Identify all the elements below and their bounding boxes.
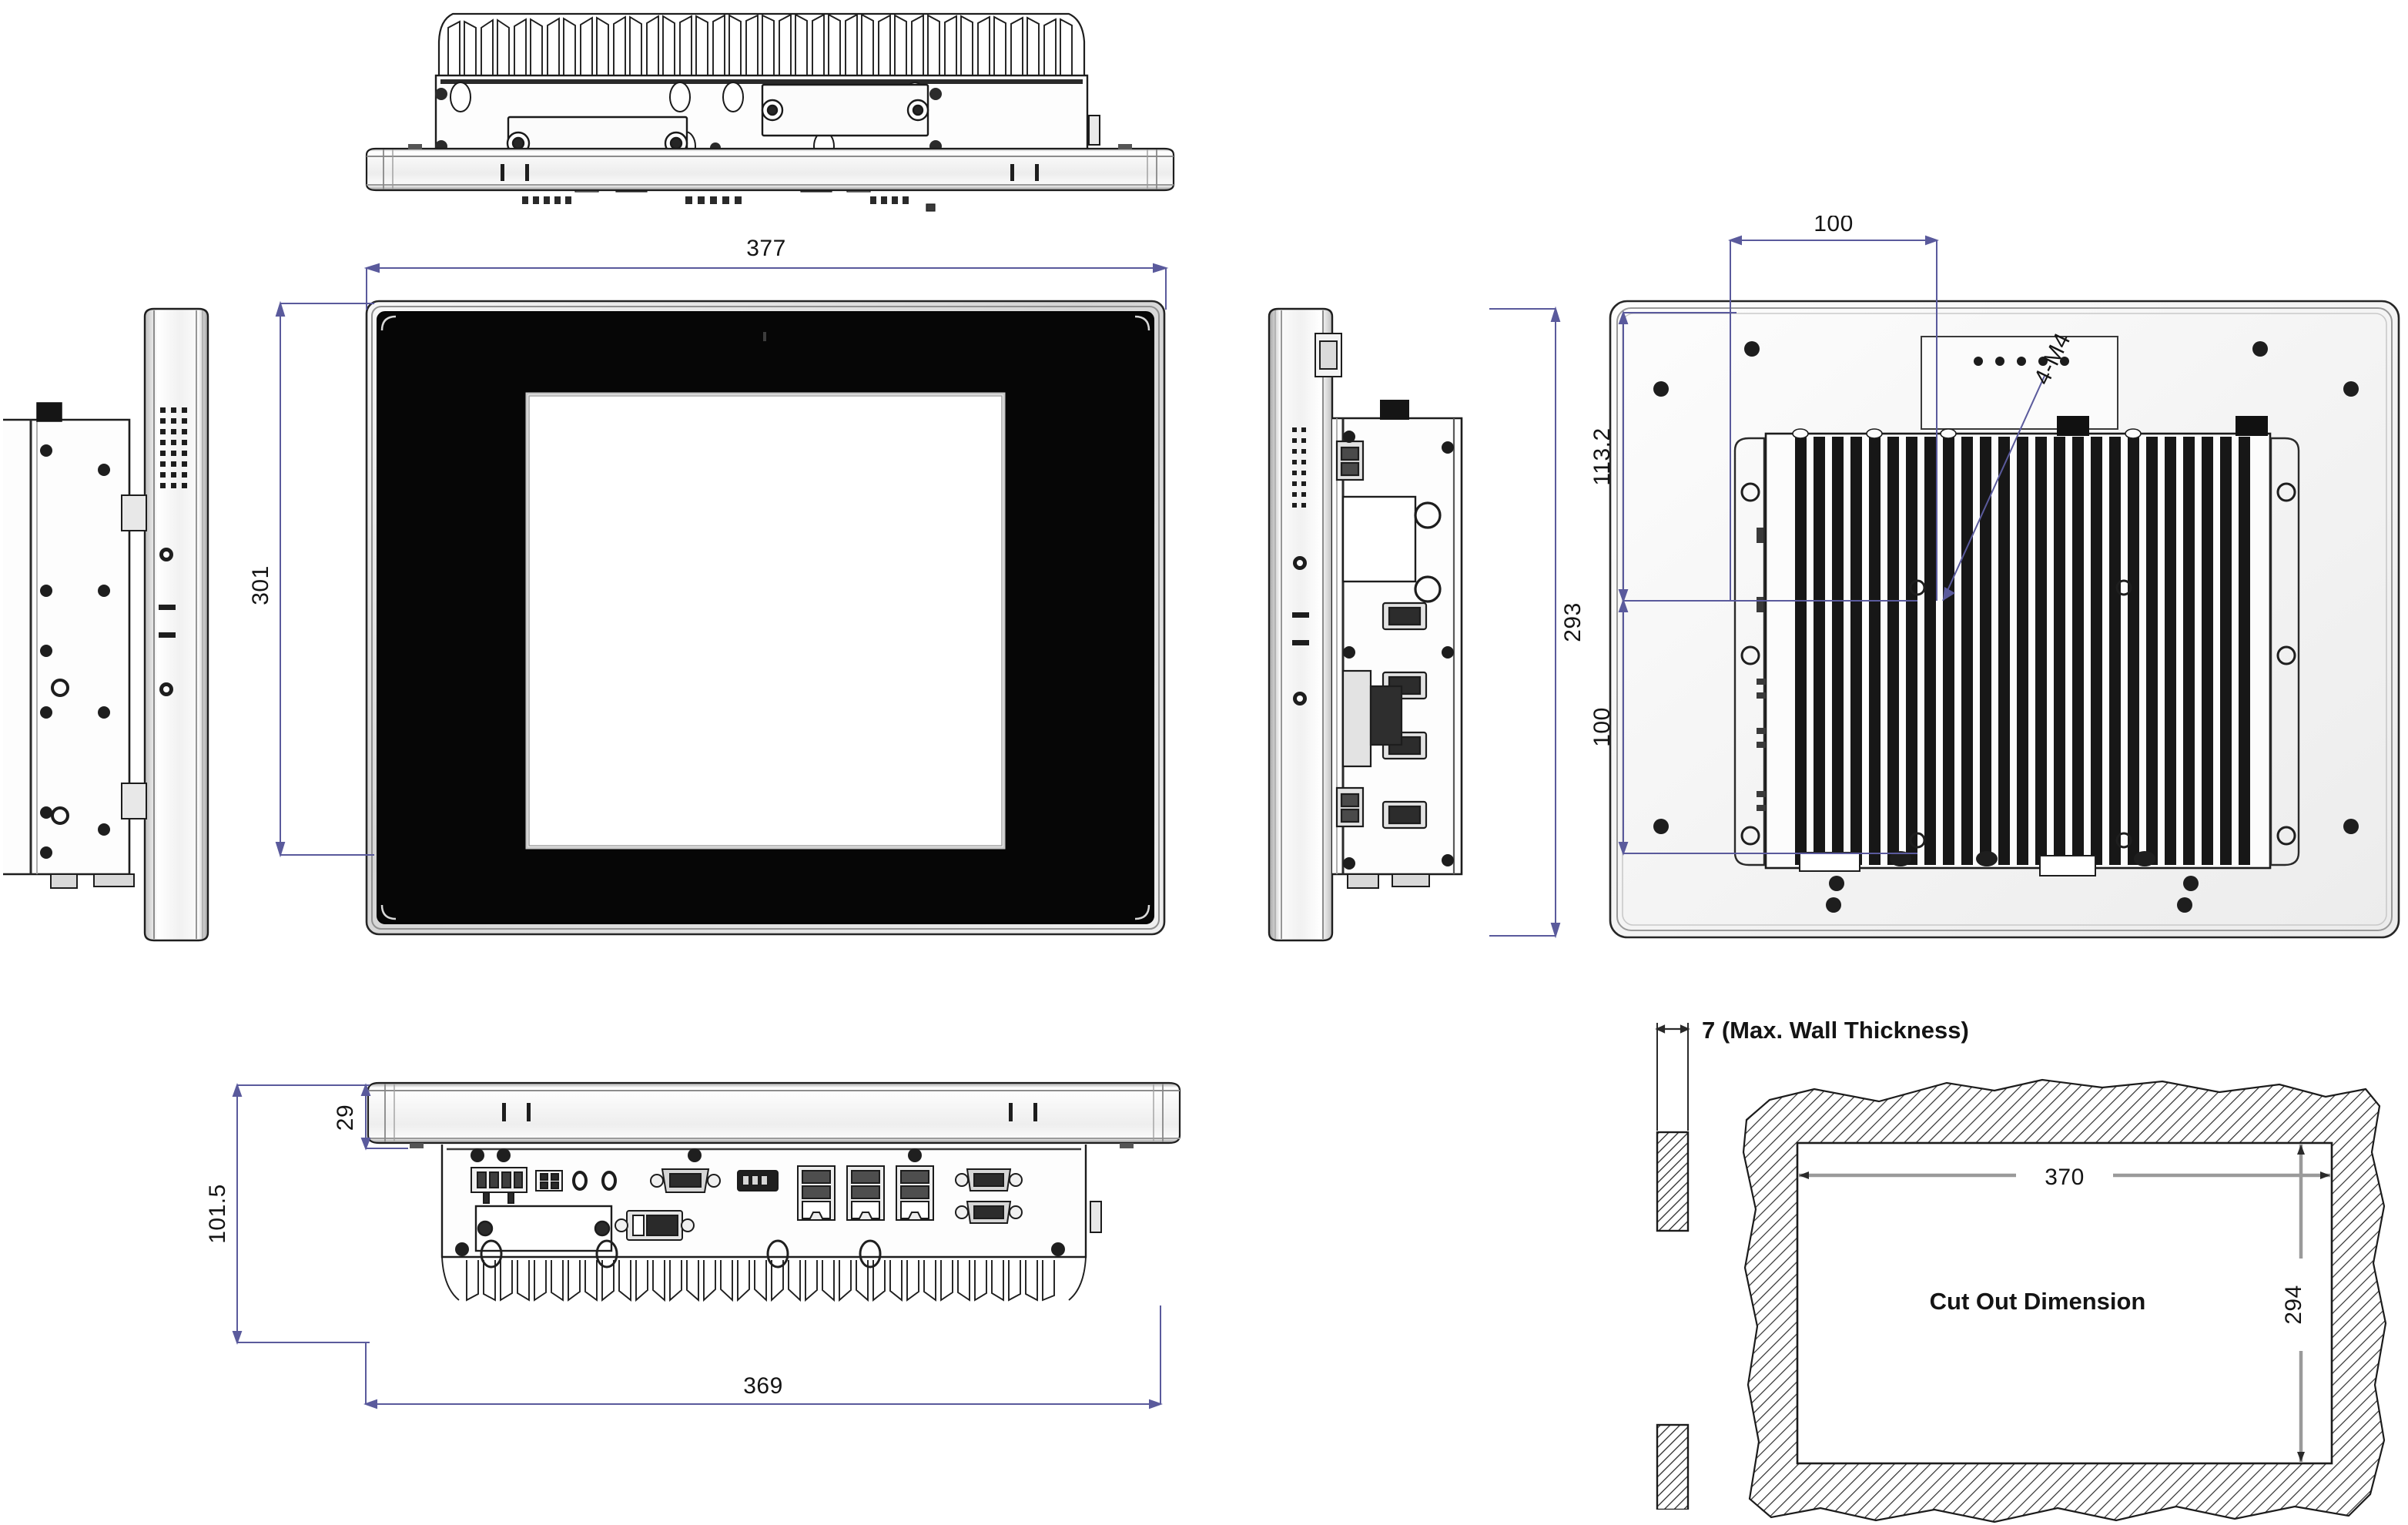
wall-thickness-label: 7 (Max. Wall Thickness): [1702, 1017, 1969, 1044]
bottom-io-usb-lan-stack-3: [896, 1165, 934, 1221]
right-view-holes: [1414, 501, 1442, 603]
top-view-tabs: [408, 144, 1132, 149]
wall-section-lower: [1656, 1423, 1690, 1510]
cutout-detail: 370 294 Cut Out Dimension: [1740, 1078, 2403, 1525]
bottom-io-com-port-1: [955, 1168, 1023, 1192]
front-indicator-led: [763, 332, 766, 341]
right-side-view: [1263, 304, 1509, 943]
left-view-bottom-ports: [50, 873, 135, 889]
rear-boss-left: [2057, 416, 2089, 436]
left-side-view: [0, 304, 239, 943]
rear-bottom-connectors: [1799, 852, 2096, 876]
top-view-side-tab: [1088, 115, 1100, 146]
right-view-io-connectors: [1335, 440, 1428, 830]
rear-vent-dots: [1974, 357, 2069, 366]
rear-boss-right: [2236, 416, 2268, 436]
top-view-connector-block-right: [761, 83, 929, 137]
dim-vesa-thread: 4-M4: [2029, 329, 2076, 389]
bottom-io-com-port-2: [955, 1201, 1023, 1224]
right-view-dimensions: 293: [1486, 297, 1609, 959]
bottom-view-side-tab: [1090, 1201, 1102, 1233]
left-view-chassis: [3, 418, 131, 876]
cutout-label: Cut Out Dimension: [1930, 1288, 2146, 1315]
left-view-top-boss: [36, 402, 62, 422]
right-view-bottom-ports: [1347, 873, 1430, 889]
bottom-io-vga: [650, 1168, 721, 1193]
top-view-pin-headers: [522, 196, 909, 204]
left-view-screws: [40, 444, 110, 859]
rear-side-plate-left: [1733, 437, 1766, 866]
left-view-connectors: [121, 494, 147, 819]
bottom-io-audio: [737, 1170, 779, 1192]
rear-side-label-strip: [1757, 528, 1766, 811]
top-view-heatsink-fins: [437, 12, 1086, 77]
dim-bezel-depth: 29: [333, 1104, 358, 1131]
wall-section-upper: [1656, 1131, 1690, 1232]
dim-front-height: 301: [248, 565, 273, 605]
front-view-dimensions: 377 301: [231, 223, 1224, 955]
dim-cutout-width: 370: [2045, 1165, 2085, 1190]
bottom-view: [362, 1078, 1186, 1309]
dim-vesa-vertical: 100: [1589, 707, 1615, 747]
rear-top-recess: [1921, 336, 2118, 430]
bottom-view-standoffs: [480, 1239, 882, 1269]
bottom-io-usb-lan-stack-2: [846, 1165, 885, 1221]
right-view-top-connector: [1315, 333, 1342, 377]
bottom-view-dimensions: 101.5 29 369: [208, 1074, 1209, 1436]
top-view-bezel-slab: [365, 147, 1175, 192]
rear-side-screws: [1740, 482, 2296, 846]
rear-frame-screws: [1653, 341, 2359, 913]
bottom-view-slot-vents: [502, 1103, 1037, 1121]
cutout-wall-break-outline: [1742, 1078, 2387, 1523]
top-view-display-edge: [362, 142, 1178, 196]
rear-view-dimensions: 100 113.2 100 4-M4: [1586, 216, 2408, 955]
dim-bottom-depth: 101.5: [208, 1184, 230, 1244]
dim-cutout-height: 294: [2281, 1285, 2306, 1325]
dim-side-height: 293: [1560, 602, 1586, 642]
right-view-top-boss: [1380, 400, 1409, 420]
dim-front-width: 377: [746, 236, 786, 261]
bottom-view-fasteners: [455, 1148, 1065, 1256]
bottom-io-antenna-holes: [572, 1171, 617, 1191]
front-corner-marks: [380, 315, 1150, 920]
bottom-io-dip-switch: [535, 1170, 563, 1192]
right-view-board: [1341, 495, 1417, 583]
bottom-io-dvi: [615, 1210, 695, 1241]
dim-vesa-horizontal: 100: [1814, 216, 1854, 236]
rear-vesa-holes: [1909, 579, 2132, 849]
dim-vesa-top-offset: 113.2: [1589, 427, 1615, 485]
top-view-slot-vents: [501, 164, 1039, 181]
wall-thickness-detail: 7 (Max. Wall Thickness): [1617, 1017, 2156, 1510]
front-view: [362, 297, 1186, 943]
left-view-vent-grid: [160, 407, 187, 488]
bottom-view-bezel-slab: [367, 1081, 1181, 1145]
cutout-aperture: [1796, 1141, 2333, 1465]
bottom-io-usb-lan-stack-1: [797, 1165, 836, 1221]
bottom-io-power-terminal: [471, 1167, 527, 1204]
right-view-vent-grid: [1292, 427, 1306, 508]
right-view-bezel-slab: [1268, 307, 1334, 942]
left-view-bezel-slab: [143, 307, 209, 942]
right-view-screws: [1343, 431, 1454, 870]
bottom-view-tabs: [410, 1143, 1134, 1148]
rear-side-plate-right: [2269, 437, 2300, 866]
bottom-view-heatsink-fins: [441, 1256, 1087, 1302]
dim-bottom-width: 369: [743, 1373, 783, 1399]
